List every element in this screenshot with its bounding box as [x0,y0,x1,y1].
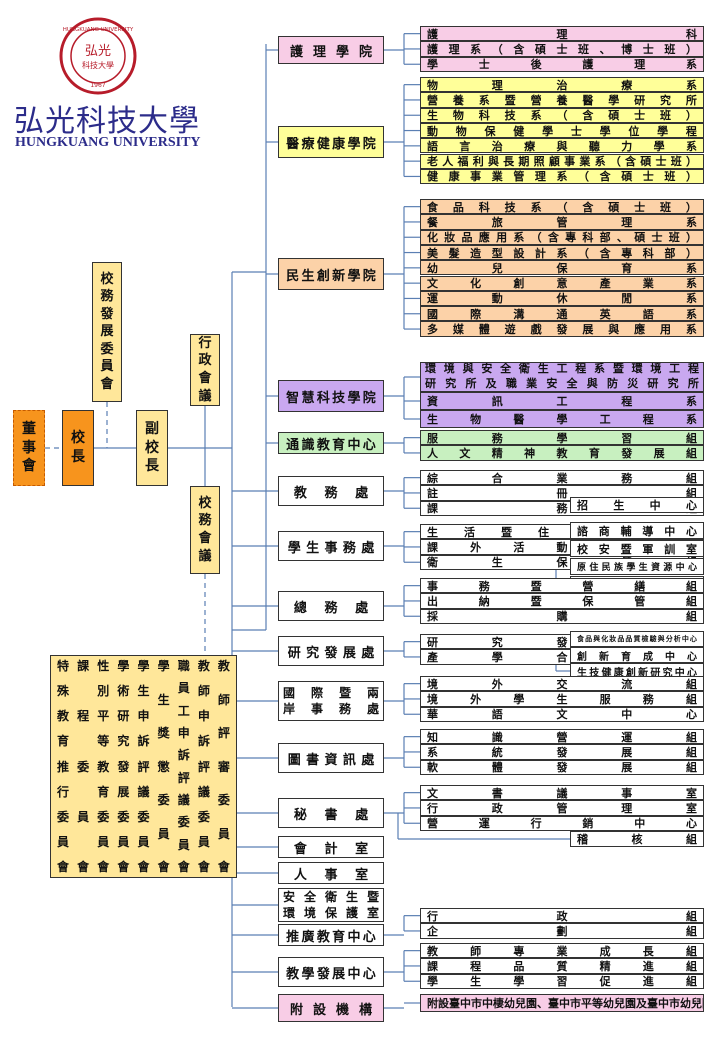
sub-unit-box: 行政管理室 [420,800,704,816]
svg-text:HUNGKUANG UNIVERSITY: HUNGKUANG UNIVERSITY [63,27,134,33]
unit-box: 推廣教育中心 [278,924,384,946]
sub-unit-box: 事務暨營繕組 [420,578,704,594]
sub-unit-box: 文書議事室 [420,785,704,801]
development-committee: 校務發展委員會 [92,262,122,402]
committee-item: 性別平等教育委員會 [97,659,110,874]
svg-text:科技大學: 科技大學 [82,60,114,70]
unit-box: 教務處 [278,476,384,506]
sub-unit-box: 生物醫學工程系 [420,410,704,428]
sub-unit-box: 化妝品應用系（含專科部、碩士班） [420,229,704,245]
sub-unit-box: 護理系（含碩士班、博士班） [420,41,704,57]
committee-item: 特殊教育推行委員會 [57,659,70,874]
sub-unit-box: 餐旅管理系 [420,214,704,230]
sub-unit-box: 老人福利與長期照顧事業系（含碩士班） [420,153,704,169]
side-unit-box: 創新育成中心 [570,647,704,663]
unit-box: 人事室 [278,862,384,884]
unit-box: 智慧科技學院 [278,380,384,412]
unit-box: 國際暨兩岸事務處 [278,681,384,721]
sub-unit-box: 多媒體遊戲發展與應用系 [420,321,704,337]
committee-item: 學生獎懲委員會 [157,659,170,874]
unit-box: 醫療健康學院 [278,126,384,158]
sub-unit-box: 課程品質精進組 [420,958,704,974]
university-name-en: HUNGKUANG UNIVERSITY [15,135,201,150]
sub-unit-box: 學生學習促進組 [420,973,704,989]
unit-box: 會計室 [278,836,384,858]
unit-box: 通識教育中心 [278,432,384,454]
university-name-cn: 弘光科技大學 [14,104,200,139]
committee-item: 課程委員會 [77,659,90,874]
unit-box: 圖書資訊處 [278,743,384,773]
side-unit-box: 稽核組 [570,831,704,847]
sub-unit-box: 行政組 [420,908,704,924]
board-of-directors: 董事會 [13,410,45,486]
svg-text:1967: 1967 [90,82,105,89]
president: 校長 [62,410,94,486]
side-unit-box: 食品與化妝品品質檢驗與分析中心 [570,631,704,647]
committee-item: 學術研究發展委員會 [117,659,130,874]
committee-item: 學生申訴評議委員會 [137,659,150,874]
unit-box: 學生事務處 [278,531,384,561]
sub-unit-box: 軟體發展組 [420,759,704,775]
unit-box: 研究發展處 [278,636,384,666]
sub-unit-box: 健康事業管理系（含碩士班） [420,168,704,185]
committees-block: 特殊教育推行委員會課程委員會性別平等教育委員會學術研究發展委員會學生申訴評議委員… [50,655,237,878]
sub-unit-box: 教師專業成長組 [420,943,704,959]
unit-box: 安全衛生暨環境保護室 [278,888,384,922]
sub-unit-box: 採購組 [420,608,704,624]
sub-unit-box: 文化創意產業系 [420,275,704,291]
unit-box: 附設機構 [278,994,384,1022]
sub-unit-box: 護理科 [420,26,704,42]
sub-unit-box: 華語文中心 [420,706,704,722]
sub-unit-box: 語言治療與聽力學系 [420,138,704,154]
sub-unit-box: 美髮造型設計系（含專科部） [420,244,704,261]
side-unit-box: 生技健康創新研究中心 [570,663,704,679]
sub-unit-box: 服務學習組 [420,430,704,446]
sub-unit-box: 資訊工程系 [420,392,704,410]
unit-box: 民生創新學院 [278,258,384,290]
side-unit-box: 原住民族學生資源中心 [570,558,704,575]
sub-unit-box: 動物保健學士學位學程 [420,122,704,139]
sub-unit-box: 出納暨保管組 [420,593,704,609]
side-unit-box: 招生中心 [570,497,704,513]
unit-box: 秘書處 [278,798,384,828]
side-unit-box: 校安暨軍訓室 [570,540,704,557]
sub-unit-box: 知識營運組 [420,729,704,745]
sub-unit-box: 環境與安全衛生工程系暨環境工程研究所及職業安全與防災研究所 [420,362,704,392]
sub-unit-box: 綜合業務組 [420,470,704,486]
sub-unit-box: 學士後護理系 [420,56,704,72]
administrative-meeting: 行政會議 [190,334,220,406]
vice-president: 副校長 [136,410,168,486]
side-unit-box: 諮商輔導中心 [570,522,704,539]
sub-unit-box: 營養系暨營養醫學研究所 [420,92,704,108]
university-seal-icon: 弘光 科技大學 HUNGKUANG UNIVERSITY 1967 [59,17,137,95]
sub-unit-box: 運動休閒系 [420,290,704,307]
university-logo: 弘光 科技大學 HUNGKUANG UNIVERSITY 1967 [58,16,138,96]
committee-item: 教師評審委員會 [217,659,230,874]
sub-unit-box: 幼兒保育系 [420,260,704,276]
sub-unit-box: 營運行銷中心 [420,815,704,831]
sub-unit-box: 食品科技系（含碩士班） [420,199,704,215]
sub-unit-box: 國際溝通英語系 [420,306,704,322]
svg-text:弘光: 弘光 [85,44,111,59]
committee-item: 職員工申訴評議委員會 [177,659,190,874]
sub-unit-box: 境外學生服務組 [420,691,704,707]
sub-unit-box: 物理治療系 [420,77,704,93]
sub-unit-box: 註冊組 [420,485,704,501]
committee-item: 教師申訴評議委員會 [197,659,210,874]
sub-unit-box: 境外交流組 [420,676,704,692]
sub-unit-box: 生物科技系（含碩士班） [420,107,704,123]
sub-unit-box: 企劃組 [420,923,704,939]
sub-unit-box: 系統發展組 [420,744,704,760]
unit-box: 總務處 [278,591,384,621]
unit-box: 教學發展中心 [278,957,384,987]
sub-unit-box: 人文精神教育發展組 [420,445,704,461]
unit-box: 護理學院 [278,36,384,64]
university-council: 校務會議 [190,486,220,574]
